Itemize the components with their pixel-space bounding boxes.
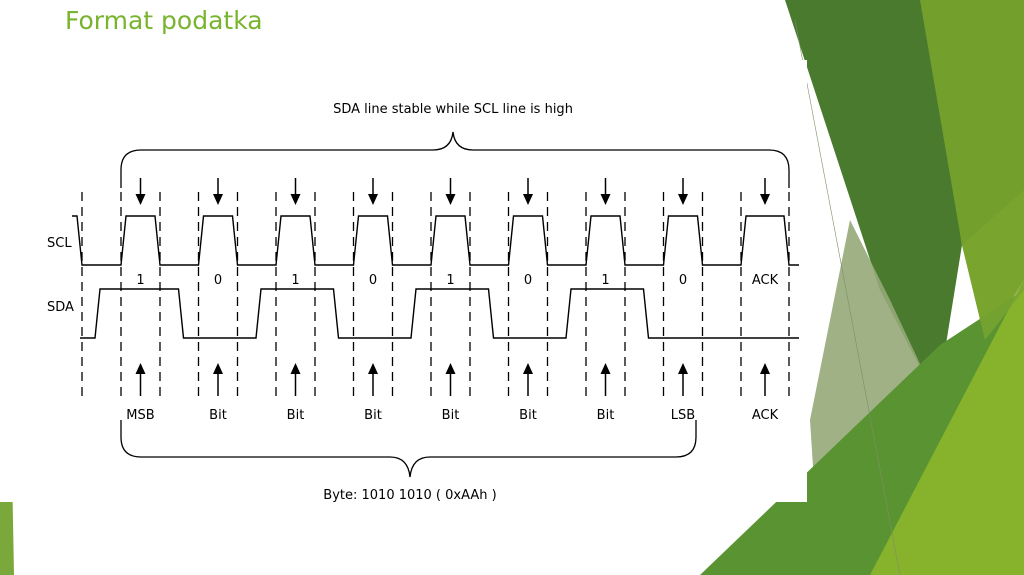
up-arrow-head-icon — [523, 363, 533, 374]
bit-position-label: Bit — [209, 408, 227, 423]
up-arrow-head-icon — [678, 363, 688, 374]
bit-value-label: 0 — [524, 273, 532, 288]
down-arrow-head-icon — [445, 194, 456, 205]
bit-position-label: Bit — [442, 408, 460, 423]
bit-value-label: 1 — [136, 273, 144, 288]
up-arrow-head-icon — [213, 363, 223, 374]
down-arrow-head-icon — [368, 194, 378, 205]
sda-waveform — [80, 288, 799, 339]
slide-title: Format podatka — [65, 6, 263, 35]
bottom-brace — [120, 420, 697, 478]
bit-value-label: 0 — [214, 273, 222, 288]
down-arrow-head-icon — [600, 194, 611, 205]
up-arrow-head-icon — [760, 363, 770, 374]
bit-position-label: ACK — [752, 408, 779, 423]
bit-position-label: Bit — [287, 408, 305, 423]
up-arrow-head-icon — [290, 363, 301, 374]
up-arrow-head-icon — [368, 363, 378, 374]
scl-waveform — [72, 215, 799, 266]
bit-value-label: 1 — [446, 273, 454, 288]
bit-position-label: Bit — [597, 408, 615, 423]
down-arrow-head-icon — [135, 194, 146, 205]
up-arrow-head-icon — [600, 363, 611, 374]
bit-value-label: 1 — [291, 273, 299, 288]
up-arrow-head-icon — [445, 363, 456, 374]
bit-value-label: 1 — [601, 273, 609, 288]
bit-position-label: LSB — [671, 408, 695, 423]
top-caption: SDA line stable while SCL line is high — [333, 102, 573, 117]
sda-label: SDA — [47, 300, 74, 315]
scl-label: SCL — [47, 236, 72, 251]
bit-position-label: MSB — [126, 408, 154, 423]
down-arrow-head-icon — [213, 194, 223, 205]
up-arrow-head-icon — [135, 363, 146, 374]
bit-value-label: ACK — [752, 273, 779, 288]
bit-position-label: Bit — [519, 408, 537, 423]
bit-value-label: 0 — [369, 273, 377, 288]
top-brace — [120, 131, 790, 188]
bit-value-label: 0 — [679, 273, 687, 288]
down-arrow-head-icon — [523, 194, 533, 205]
down-arrow-head-icon — [760, 194, 770, 205]
down-arrow-head-icon — [290, 194, 301, 205]
down-arrow-head-icon — [678, 194, 688, 205]
bottom-caption: Byte: 1010 1010 ( 0xAAh ) — [323, 488, 496, 503]
bit-position-label: Bit — [364, 408, 382, 423]
